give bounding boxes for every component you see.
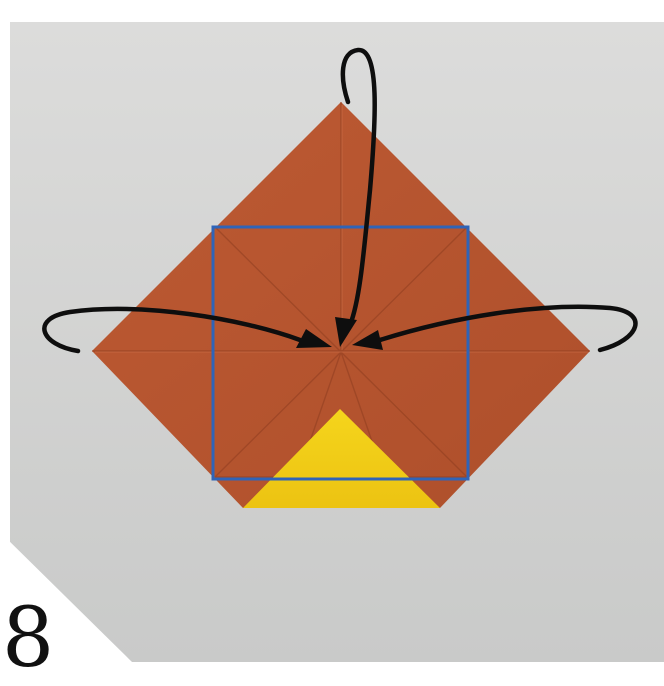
step-number: 8	[2, 598, 54, 680]
origami-step-photo	[0, 0, 664, 662]
